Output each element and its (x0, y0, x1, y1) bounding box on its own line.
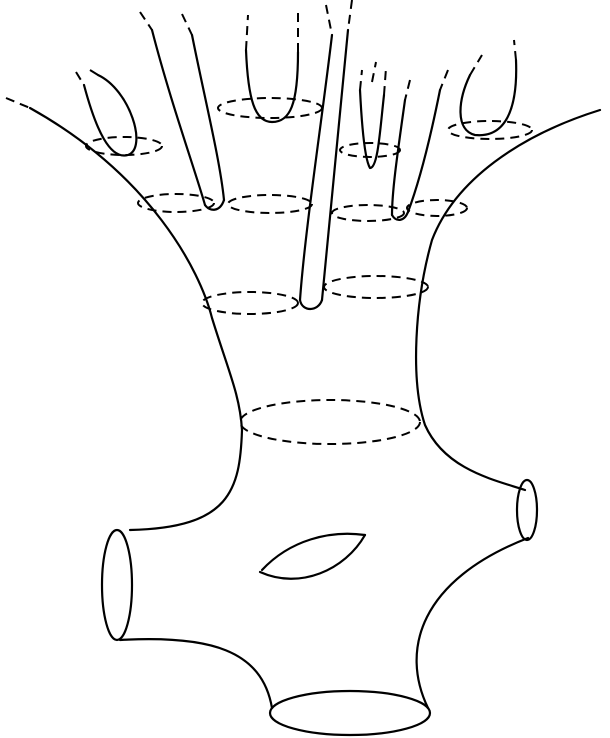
bottom-boundary-circle (270, 691, 430, 735)
right-strand-tips (405, 70, 448, 100)
top-middle-finger-ring (218, 98, 322, 118)
top-left-finger-ring (86, 137, 162, 155)
long-central-tube-a (300, 35, 332, 300)
genus-hole-upper (262, 534, 365, 570)
right-strand-b (408, 90, 440, 212)
top-left-finger (84, 75, 136, 156)
waist-ellipse (240, 400, 420, 444)
top-middle-finger-tip (246, 10, 298, 52)
right-outer-boundary (416, 110, 600, 490)
lower-left-neck (120, 639, 272, 708)
long-central-tube-tips (326, 0, 352, 35)
small-double-finger-tips (360, 62, 386, 95)
level-ring-far-right-upper (407, 200, 467, 216)
level-ring-right-upper (332, 205, 404, 221)
top-middle-finger (246, 50, 298, 122)
level-ring-small-finger (340, 143, 400, 157)
lower-right-neck (417, 538, 528, 708)
long-central-tube-cap (300, 300, 322, 309)
left-strand-tips (140, 12, 192, 35)
left-outer-boundary-dashed-tip (6, 98, 30, 108)
right-boundary-circle (517, 480, 537, 540)
top-right-finger (460, 60, 516, 135)
top-left-finger-tip (76, 70, 98, 85)
surface-drawing (6, 0, 600, 735)
long-central-tube-b (322, 30, 348, 300)
level-ring-left-lower (202, 292, 298, 314)
level-ring-right-lower (324, 276, 428, 298)
level-ring-center-upper (228, 195, 312, 213)
right-strand-a (392, 100, 405, 215)
top-right-finger-tip (470, 40, 516, 75)
left-boundary-circle (102, 530, 132, 640)
left-outer-boundary (30, 108, 242, 530)
top-right-finger-ring (448, 121, 532, 139)
